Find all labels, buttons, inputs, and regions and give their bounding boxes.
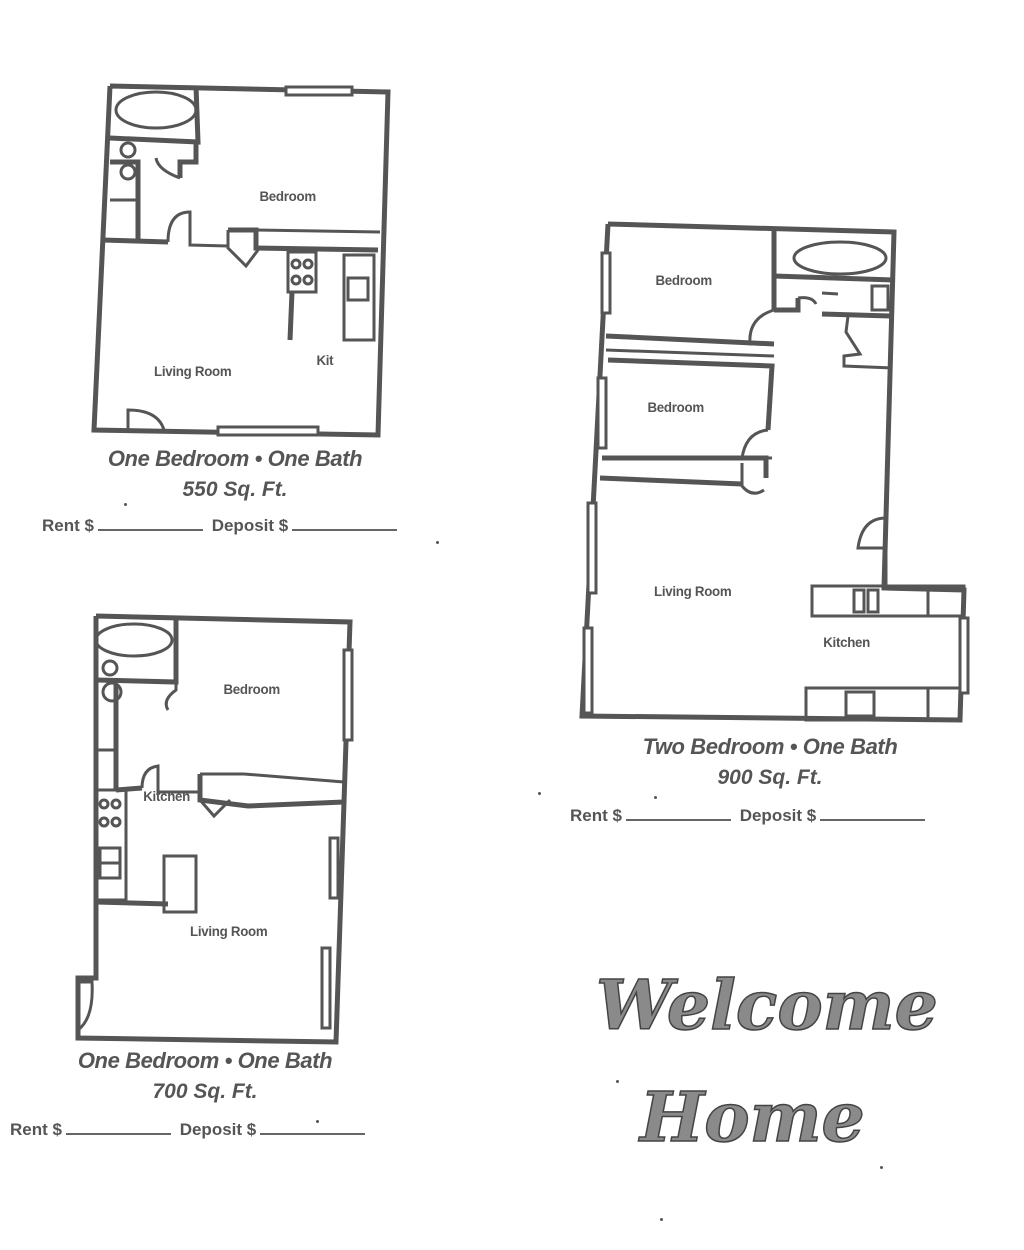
floorplan-one-bedroom-700: Bedroom Kitchen Living Room	[72, 610, 362, 1050]
floorplan-drawing	[91, 83, 391, 438]
scan-speck	[538, 792, 541, 795]
scan-speck	[616, 1080, 619, 1083]
floorplan-one-bedroom-550: Bedroom Living Room Kit	[88, 80, 398, 440]
room-label-bedroom-1: Bedroom	[655, 272, 712, 288]
room-label-living-room: Living Room	[190, 923, 268, 939]
scan-speck	[124, 503, 127, 506]
rent-label: Rent $	[10, 1120, 62, 1139]
deposit-blank	[292, 529, 398, 531]
rent-blank	[65, 1133, 171, 1135]
scan-speck	[880, 1166, 883, 1169]
deposit-blank	[820, 819, 926, 821]
scan-speck	[436, 541, 439, 544]
square-footage-label: 700 Sq. Ft.	[152, 1080, 258, 1103]
room-label-living-room: Living Room	[154, 363, 232, 379]
deposit-label: Deposit $	[739, 806, 817, 825]
room-label-bedroom-2: Bedroom	[647, 399, 704, 415]
rent-deposit-line-700: Rent $ Deposit $	[10, 1120, 369, 1140]
rent-blank	[97, 529, 203, 531]
square-footage-label: 900 Sq. Ft.	[717, 766, 823, 789]
unit-type-label: One Bedroom • One Bath	[77, 1048, 333, 1073]
plan-caption-900: Two Bedroom • One Bath 900 Sq. Ft.	[612, 734, 928, 790]
scan-speck	[316, 1120, 319, 1123]
deposit-label: Deposit $	[211, 516, 289, 535]
unit-type-label: Two Bedroom • One Bath	[642, 734, 898, 759]
unit-type-label: One Bedroom • One Bath	[107, 446, 363, 471]
floorplan-two-bedroom-900: Bedroom Bedroom Living Room Kitchen	[576, 218, 971, 723]
room-label-living-room: Living Room	[654, 583, 732, 599]
rent-label: Rent $	[42, 516, 94, 535]
scan-speck	[654, 796, 657, 799]
deposit-label: Deposit $	[179, 1120, 257, 1139]
welcome-heading-line1: Welcome	[595, 965, 938, 1047]
rent-label: Rent $	[570, 806, 622, 825]
rent-deposit-line-550: Rent $ Deposit $	[42, 516, 401, 536]
rent-blank	[625, 819, 731, 821]
plan-caption-700: One Bedroom • One Bath 700 Sq. Ft.	[50, 1048, 360, 1104]
welcome-heading-line2: Home	[639, 1077, 865, 1159]
room-label-kitchen: Kitchen	[143, 788, 191, 804]
room-label-kitchen: Kit	[316, 352, 334, 368]
square-footage-label: 550 Sq. Ft.	[182, 478, 288, 501]
floorplan-drawing	[579, 221, 970, 723]
floorplan-drawing	[75, 613, 354, 1045]
room-label-kitchen: Kitchen	[823, 634, 871, 650]
rent-deposit-line-900: Rent $ Deposit $	[570, 806, 929, 826]
plan-caption-550: One Bedroom • One Bath 550 Sq. Ft.	[80, 446, 390, 502]
scan-speck	[660, 1218, 663, 1221]
deposit-blank	[260, 1133, 366, 1135]
room-label-bedroom: Bedroom	[223, 681, 280, 697]
room-label-bedroom: Bedroom	[259, 188, 316, 204]
